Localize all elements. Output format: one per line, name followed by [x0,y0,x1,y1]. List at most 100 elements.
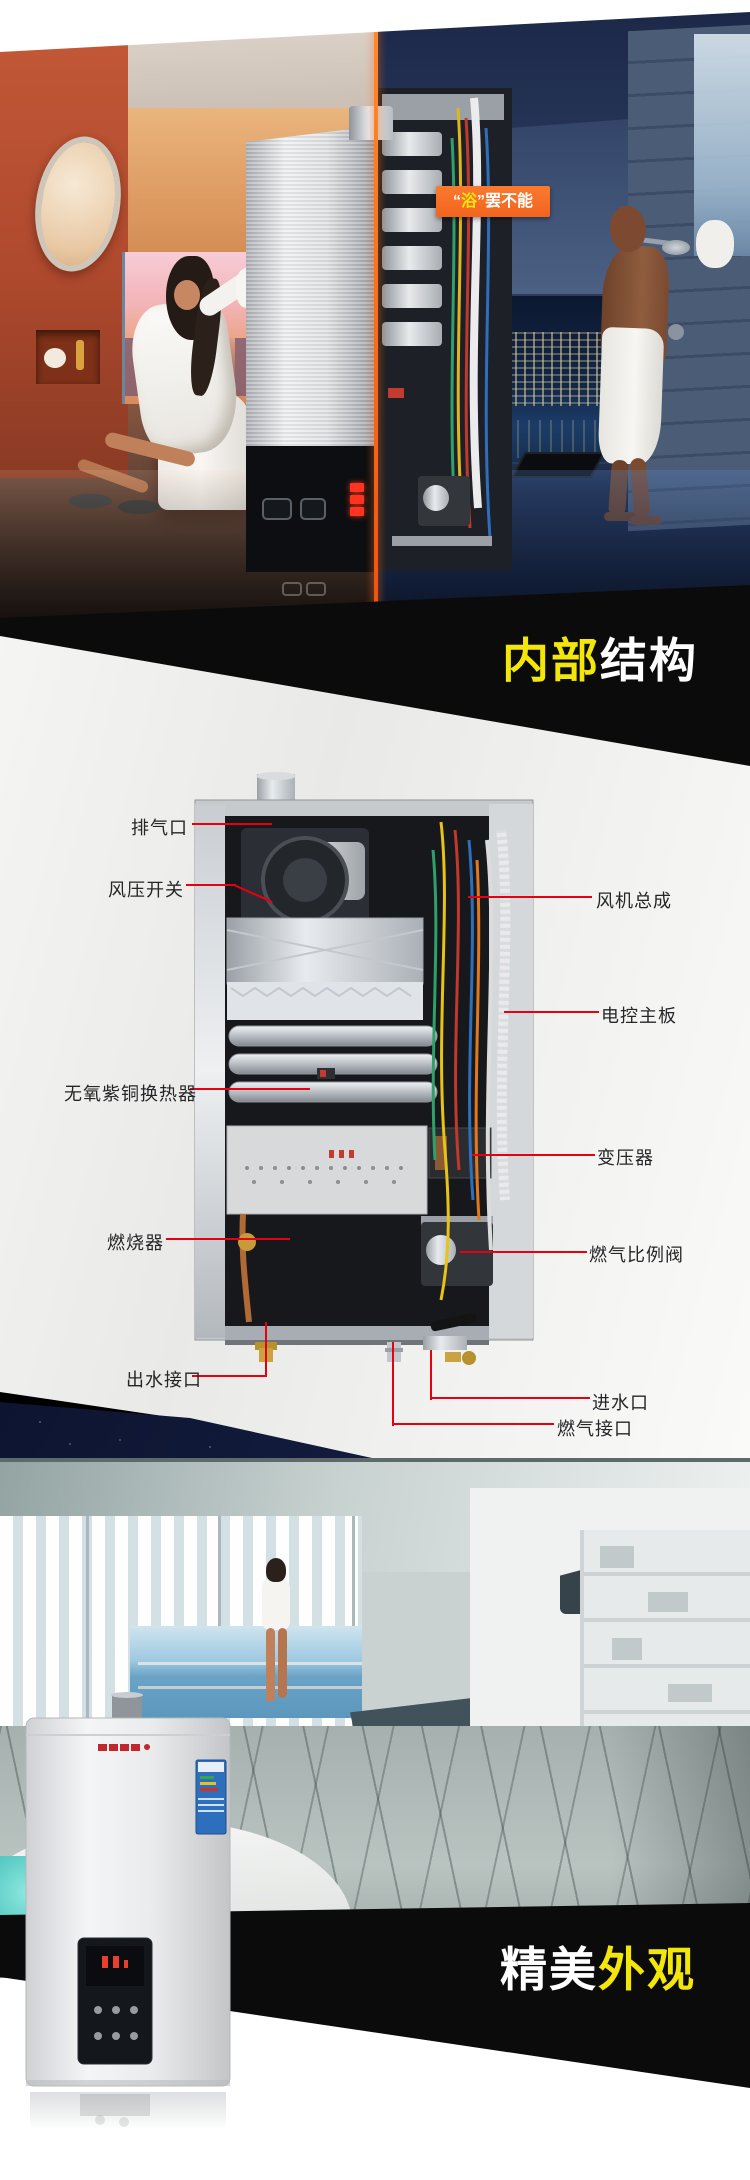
annotation-line-fan [468,896,592,898]
shower-head-icon [662,240,690,255]
product-control-panel [77,1937,153,2065]
label-heat-exchanger: 无氧紫铜换热器 [64,1084,197,1104]
blue-wire [467,839,475,1201]
hero-section: “浴”罢不能 [0,0,750,632]
label-gas-proportional-valve: 燃气比例阀 [589,1245,684,1265]
exterior-heater-flue [349,106,393,140]
panel-button-icon [300,498,326,520]
folded-towels [600,1546,634,1568]
cutaway-heater-internals [378,88,512,570]
product-flue-rim [111,1692,143,1698]
badge-text: 罢不能 [485,193,534,210]
folded-towels [612,1638,642,1660]
heading-lead: 精美 [500,1943,598,1996]
mixer-knob [668,324,684,340]
badge-quote: “ [452,193,461,210]
foil-wrap [227,982,423,1020]
copper-pipe [239,1213,252,1323]
exterior-heater-control-panel [246,446,376,572]
foil-crinkle [230,986,412,998]
product-bottom-edge [26,2080,230,2086]
annotation-line-inlet [430,1350,432,1400]
product-display-digits [102,1956,128,1968]
panel-button-icon [262,498,292,520]
green-wire [431,849,438,1161]
brushed-metal-texture [246,126,376,460]
internal-structure-section: 排气口 风压开关 无氧紫铜换热器 燃烧器 出水接口 风机总成 电控主板 变压器 … [0,614,750,1462]
shoulder-towel [696,220,734,268]
temperature-display [350,480,372,528]
red-wire [464,117,472,529]
heater-internal-diagram [194,772,534,1365]
label-control-board: 电控主板 [601,1006,677,1026]
city-lights [506,332,610,406]
yellow-wire [439,821,450,1301]
white-conduit [496,829,511,1201]
product-flue [112,1694,142,1720]
standing-woman-hair [266,1558,286,1582]
annotation-line-gas [392,1342,394,1426]
folded-towels [668,1684,712,1702]
gas-proportional-valve-graphic [421,1216,493,1286]
fan-assembly-graphic [241,828,369,928]
annotation-line-inlet [430,1397,590,1399]
product-seam [26,1734,230,1736]
window-mullion [86,1516,89,1772]
red-wire [453,829,461,1171]
orange-divider-line [374,22,378,612]
white-conduit [469,97,482,509]
wall-niche [36,330,100,384]
appearance-heading: 精美外观 [500,1945,696,1994]
burner-box [226,1125,428,1215]
green-wire [450,137,456,499]
chamber-emboss [226,929,424,971]
annotation-line-burner [166,1238,290,1240]
bottom-shadow [225,1340,489,1345]
top-plate [382,94,504,120]
balcony-railing [138,1686,362,1689]
annotation-line-transformer [472,1154,595,1156]
standing-woman-leg [266,1628,275,1702]
label-burner: 燃烧器 [107,1233,164,1253]
standing-woman-body [262,1578,290,1630]
campaign-badge: “浴”罢不能 [436,186,550,217]
annotation-line-outlet [265,1322,267,1377]
balcony-railing [138,1662,362,1665]
flue-rim [256,772,296,780]
standing-woman-leg [278,1628,287,1698]
folded-towels [648,1592,688,1612]
white-wire [485,839,494,1251]
sea-view [130,1626,362,1718]
fin-stack [382,132,442,346]
heading-highlight: 内部 [502,634,600,687]
heading-rest: 结构 [600,634,698,687]
exterior-heater-front [246,126,376,460]
blue-wire [484,127,492,539]
label-exhaust-port: 排气口 [131,818,188,838]
waist-towel [597,326,665,466]
label-water-outlet: 出水接口 [126,1370,202,1390]
internal-structure-heading: 内部结构 [502,636,698,685]
woman-face [174,280,200,310]
valve-solenoid [423,485,449,511]
product-reflection [30,2092,226,2130]
annotation-line-heat-exchanger [190,1088,310,1090]
right-side-panel [489,804,533,1338]
annotation-line-wind-switch [186,884,236,886]
product-heater [25,1692,231,2130]
bottom-rail [392,536,492,546]
yellow-wire [456,107,464,519]
heading-highlight: 外观 [598,1943,696,1996]
brand-logo [98,1744,150,1751]
annotation-line-outlet [192,1375,267,1377]
water-inlet-valve [423,1313,477,1365]
label-transformer: 变压器 [597,1148,654,1168]
label-water-inlet: 进水口 [592,1393,649,1413]
red-component [388,388,404,398]
label-gas-connection: 燃气接口 [557,1419,633,1439]
annotation-line-valve [460,1251,587,1253]
night-city-window [506,296,610,462]
label-wind-pressure-switch: 风压开关 [108,880,184,900]
water-reflection [506,420,610,458]
